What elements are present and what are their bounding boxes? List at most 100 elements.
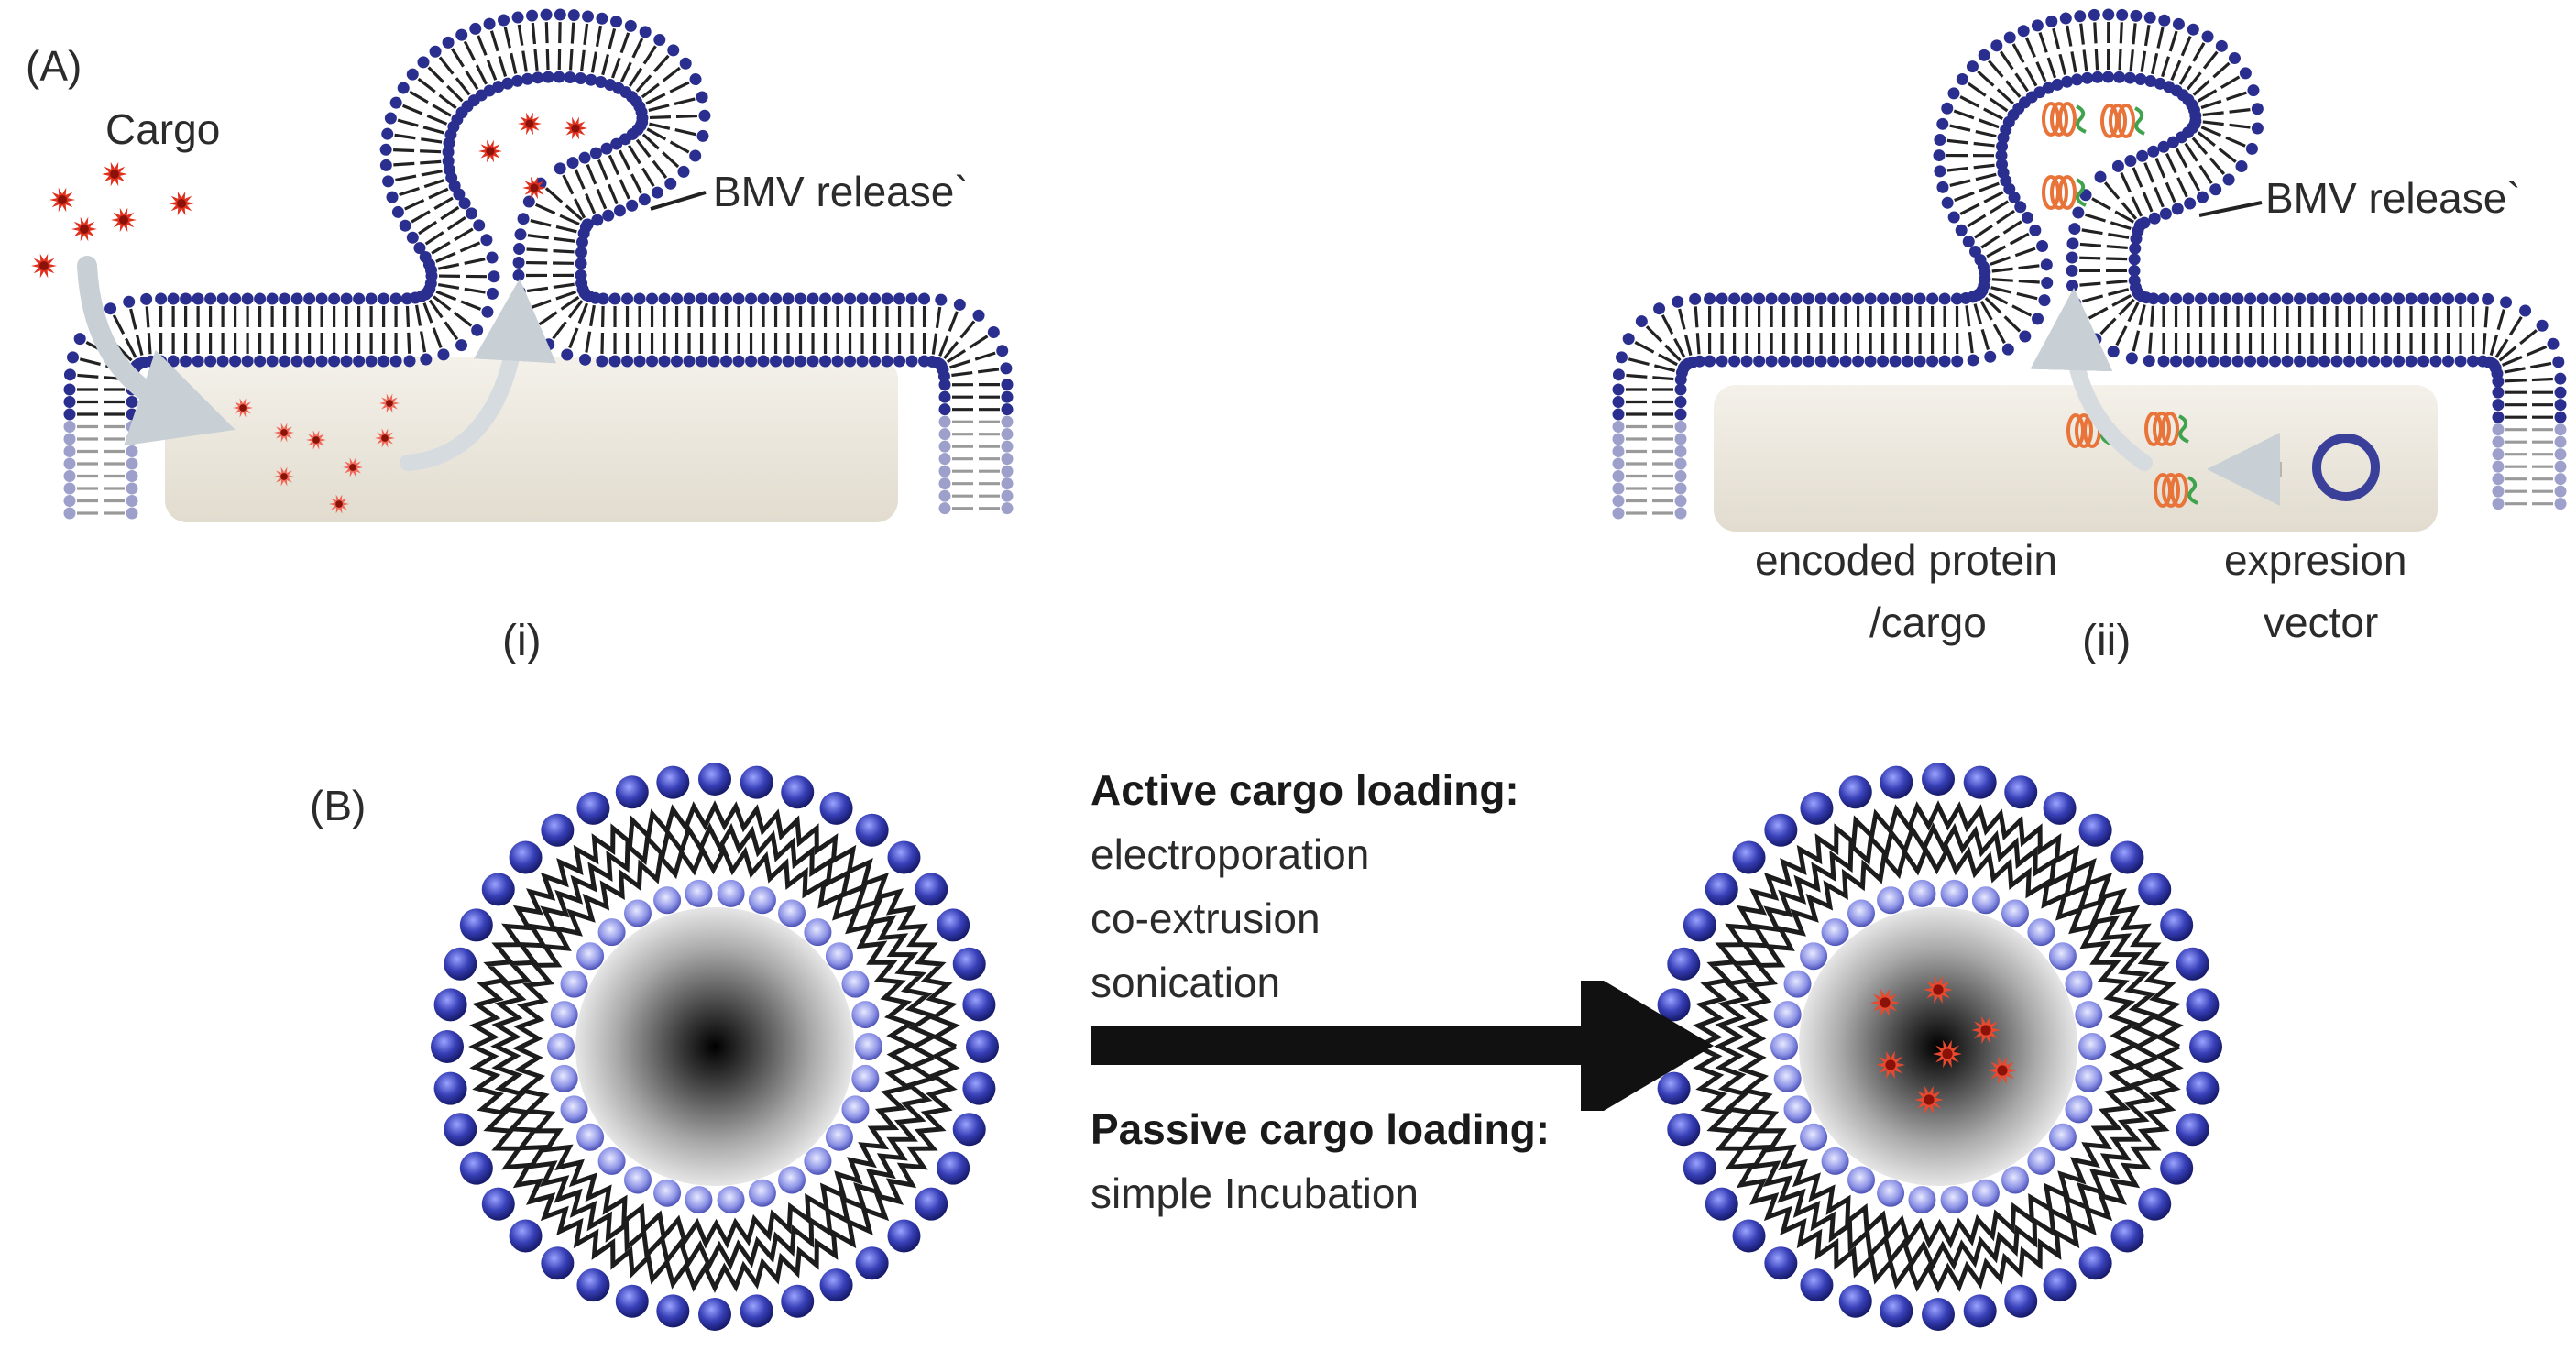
phospholipid (2068, 223, 2143, 246)
phospholipid (63, 495, 138, 507)
phospholipid (1955, 192, 2021, 236)
phospholipid (671, 292, 684, 368)
phospholipid (1933, 149, 2008, 162)
phospholipid (2134, 11, 2156, 86)
caption-ii: (ii) (2082, 617, 2131, 665)
phospholipid (2072, 206, 2144, 237)
phospholipid (279, 292, 291, 368)
phospholipid (204, 292, 217, 368)
phospholipid (1612, 421, 1687, 433)
active-method-electroporation: electroporation (1091, 830, 1369, 878)
phospholipid (315, 292, 328, 368)
phospholipid (770, 292, 783, 368)
phospholipid (2492, 485, 2567, 498)
phospholipid (328, 292, 341, 368)
cargo-particle (71, 216, 97, 242)
panel-b: (B) Active cargo loading: electroporatio… (310, 763, 2222, 1331)
phospholipid (389, 292, 402, 368)
phospholipid (1728, 292, 1741, 368)
phospholipid (1740, 292, 1753, 368)
phospholipid (2163, 23, 2199, 93)
loaded-vesicle (1654, 763, 2222, 1331)
cargo-particle (329, 494, 349, 514)
panel-a: (A) Cargo BMV release` (i) BMV release` … (26, 8, 2567, 665)
phospholipid (2088, 8, 2104, 83)
phospholipid (1979, 258, 2053, 279)
cargo-particle (233, 398, 253, 418)
phospholipid (483, 17, 514, 90)
cargo-particle (169, 191, 194, 216)
phospholipid (2343, 292, 2356, 368)
phospholipid (2269, 292, 2282, 368)
phospholipid (720, 292, 733, 368)
phospholipid (413, 207, 477, 255)
active-method-coextrusion: co-extrusion (1091, 895, 1321, 942)
phospholipid (2066, 264, 2141, 277)
cargo-particle (111, 207, 137, 233)
phospholipid (938, 379, 1014, 391)
phospholipid (2355, 292, 2368, 368)
phospholipid (2066, 274, 2141, 292)
cargo-particle (49, 187, 75, 213)
phospholipid (806, 292, 819, 368)
phospholipid (844, 292, 857, 368)
phospholipid (216, 292, 229, 368)
encoded-protein (2144, 412, 2189, 446)
phospholipid (303, 292, 316, 368)
phospholipid (1934, 158, 2009, 178)
lipid-tail-layer (468, 800, 960, 1293)
phospholipid (646, 292, 659, 368)
phospholipid (2170, 292, 2183, 368)
phospholipid (575, 10, 595, 85)
phospholipid (732, 292, 745, 368)
phospholipid (406, 197, 471, 244)
phospholipid (937, 345, 1009, 376)
phospholipid (2136, 149, 2172, 220)
phospholipid (386, 171, 458, 203)
phospholipid (782, 292, 795, 368)
phospholipid (1990, 39, 2038, 104)
phospholipid (290, 292, 303, 368)
phospholipid (578, 151, 615, 222)
phospholipid (1971, 289, 2014, 356)
phospholipid (585, 12, 608, 86)
phospholipid (600, 142, 639, 212)
phospholipid (365, 292, 378, 368)
phospholipid (819, 292, 832, 368)
phospholipid (1889, 292, 1902, 368)
bmv-release-pointer-left (650, 191, 707, 211)
phospholipid (2492, 399, 2567, 412)
phospholipid (419, 219, 486, 263)
cargo-particles-left (31, 112, 587, 514)
phospholipid (1936, 166, 2010, 193)
phospholipid (2144, 14, 2171, 88)
phospholipid (526, 9, 544, 84)
cell-body-left (165, 357, 898, 522)
outer-lipid-heads (1654, 763, 2222, 1331)
cargo-particle (518, 112, 542, 136)
phospholipid (938, 415, 1014, 428)
phospholipid (621, 292, 634, 368)
phospholipid (63, 433, 138, 445)
phospholipid (2454, 292, 2467, 368)
expression-vector-label-line1: expresion (2224, 536, 2406, 584)
phospholipid (511, 11, 534, 85)
phospholipid (1966, 60, 2025, 115)
phospholipid (389, 96, 460, 133)
phospholipid (938, 477, 1014, 490)
phospholipid (353, 292, 366, 368)
phospholipid (2059, 12, 2083, 86)
phospholipid (831, 292, 844, 368)
phospholipid (424, 251, 499, 277)
phospholipid (63, 482, 138, 495)
phospholipid (918, 292, 931, 368)
phospholipid (1934, 134, 2009, 153)
phospholipid (1612, 368, 1687, 386)
inner-lipid-heads (1770, 879, 2106, 1214)
cell-body-right (1714, 385, 2438, 532)
phospholipid (1689, 292, 1706, 368)
phospholipid (589, 147, 626, 217)
phospholipid (1979, 272, 2054, 289)
phospholipid (406, 68, 468, 119)
